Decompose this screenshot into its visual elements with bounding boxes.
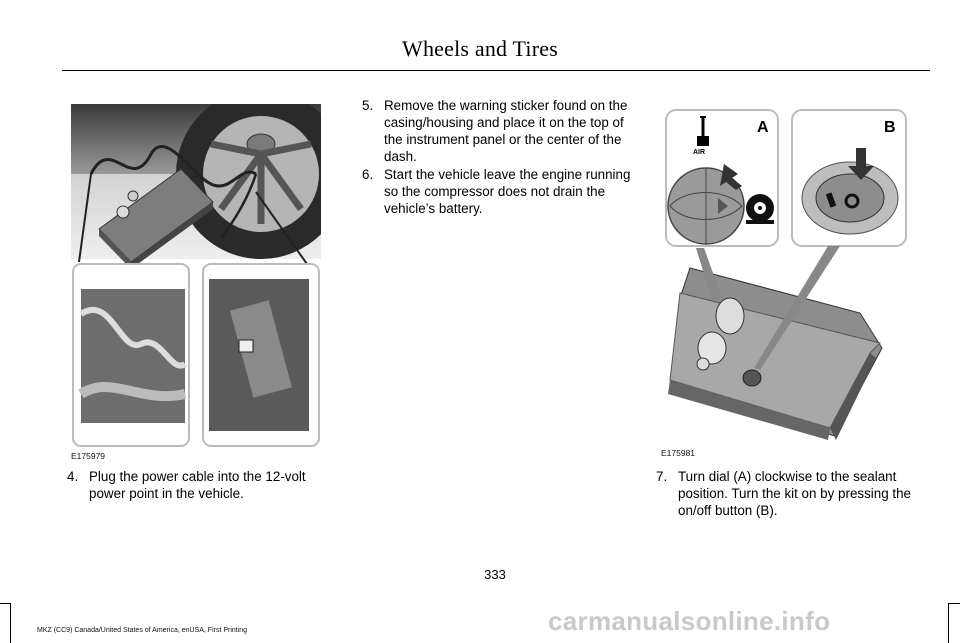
step-4: 4. Plug the power cable into the 12-volt… [67,468,329,504]
step-5: 5. Remove the warning sticker found on t… [362,97,634,165]
step-text: Start the vehicle leave the engine runni… [384,167,631,216]
crop-mark [0,603,10,604]
air-label: AIR [693,149,706,156]
crop-mark [948,603,949,643]
compressor-controls-illustration [665,109,907,440]
figure-compressor-connection [71,104,321,454]
figure-code-right: E175981 [661,448,696,458]
step-number: 6. [362,167,374,182]
callout-label-a: A [757,119,769,136]
step-6: 6. Start the vehicle leave the engine ru… [362,166,634,218]
figure-compressor-controls [660,108,910,448]
watermark: carmanualsonline.info [548,606,831,636]
step-text: Plug the power cable into the 12-volt po… [89,469,306,501]
callout-label-b: B [884,119,896,136]
step-number: 4. [67,469,79,484]
step-7: 7. Turn dial (A) clockwise to the sealan… [656,468,928,520]
step-text: Remove the warning sticker found on the … [384,98,628,164]
page-title: Wheels and Tires [402,36,558,61]
crop-mark [10,603,11,643]
step-text: Turn dial (A) clockwise to the sealant p… [678,469,911,518]
figure-code-left: E175979 [71,451,106,461]
compressor-connection-illustration [71,104,321,447]
footer-edition: MKZ (CC9) Canada/United States of Americ… [37,627,248,634]
header-divider [62,70,930,71]
page-number: 333 [484,567,506,582]
air-pump-icon [697,116,709,146]
step-number: 5. [362,98,374,113]
sealant-tire-icon [746,194,774,224]
crop-mark [949,603,960,604]
step-number: 7. [656,469,668,484]
